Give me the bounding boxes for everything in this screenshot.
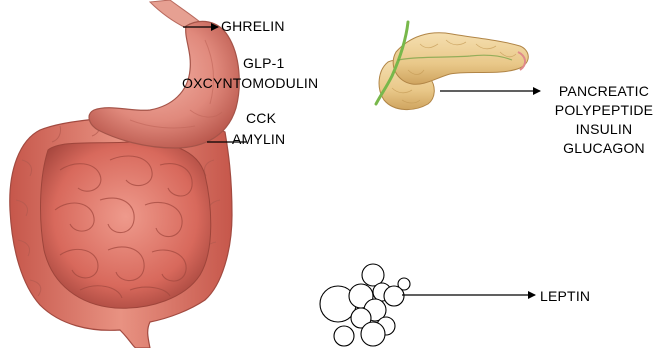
label-cck: CCK [246, 109, 276, 127]
label-insulin: INSULIN [540, 120, 668, 138]
label-oxyntomodulin: OXCYNTOMODULIN [182, 74, 318, 92]
label-polypeptide: POLYPEPTIDE [540, 101, 668, 119]
label-amylin: AMYLIN [232, 130, 285, 148]
label-ghrelin: GHRELIN [221, 17, 285, 35]
label-glp1: GLP-1 [243, 54, 284, 72]
label-leptin: LEPTIN [540, 287, 590, 305]
label-glucagon: GLUCAGON [540, 139, 668, 157]
label-pancreatic: PANCREATIC [540, 82, 668, 100]
